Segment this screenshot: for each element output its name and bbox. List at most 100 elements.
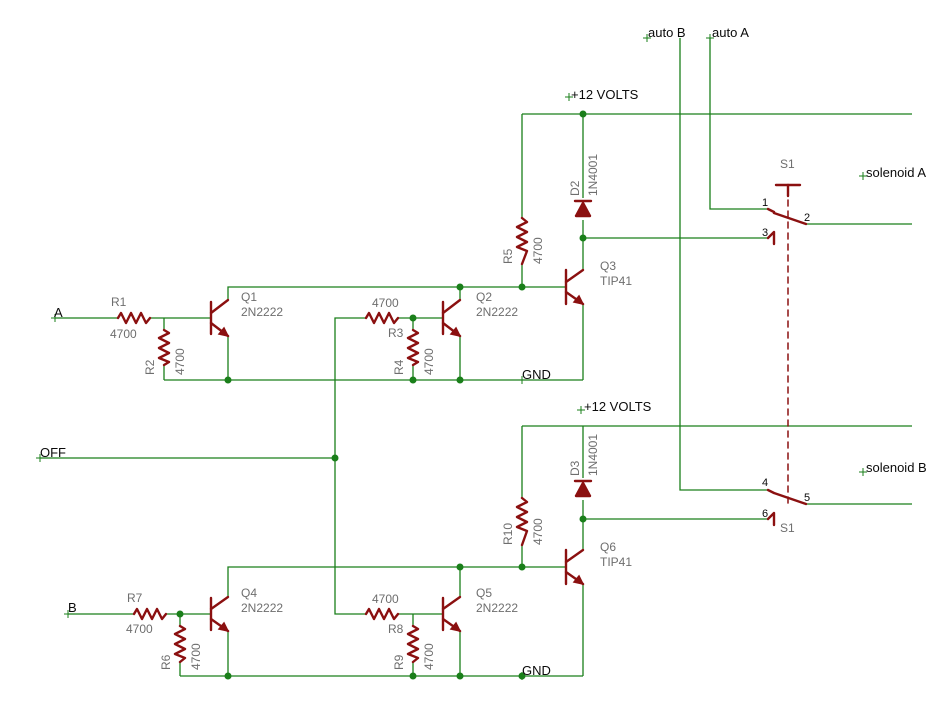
label-r10-name: R10 xyxy=(501,523,515,545)
label-r5-value: 4700 xyxy=(531,237,545,264)
label-d2-name: D2 xyxy=(568,180,582,196)
net-label-off: OFF xyxy=(40,445,66,460)
label-r3-name: R3 xyxy=(388,326,404,340)
label-q1-value: 2N2222 xyxy=(241,305,283,319)
resistor-r9 xyxy=(406,624,420,664)
label-q6-name: Q6 xyxy=(600,540,616,554)
label-r7-name: R7 xyxy=(127,591,143,605)
label-r2-value: 4700 xyxy=(173,348,187,375)
junction-dot xyxy=(579,234,587,242)
diode-d2 xyxy=(573,199,593,218)
pin-1: 1 xyxy=(762,197,768,209)
label-r8-name: R8 xyxy=(388,622,404,636)
label-r4-value: 4700 xyxy=(422,348,436,375)
junction-dot xyxy=(579,110,587,118)
wires xyxy=(40,38,912,677)
wire-auto-a xyxy=(709,38,768,210)
net-label-v12-bottom: +12 VOLTS xyxy=(584,399,652,414)
transistor-q3 xyxy=(564,268,585,306)
label-q5-value: 2N2222 xyxy=(476,601,518,615)
label-s1-top: S1 xyxy=(780,157,795,171)
resistor-r10 xyxy=(515,496,529,547)
wire-q3-base xyxy=(521,264,566,288)
label-r6-name: R6 xyxy=(159,654,173,670)
junctions xyxy=(176,110,587,680)
relay-contact-b xyxy=(766,488,808,506)
resistor-r4 xyxy=(406,328,420,367)
label-r7-value: 4700 xyxy=(126,622,153,636)
wire-off-to-r8 xyxy=(334,458,366,615)
label-r10-value: 4700 xyxy=(531,518,545,545)
resistors xyxy=(116,216,529,664)
junction-dot xyxy=(409,314,417,322)
label-q2-name: Q2 xyxy=(476,290,492,304)
label-q4-name: Q4 xyxy=(241,586,257,600)
net-label-solenoid-a: solenoid A xyxy=(866,165,926,180)
label-r1-name: R1 xyxy=(111,295,127,309)
label-d3-value: 1N4001 xyxy=(586,434,600,476)
resistor-r6 xyxy=(173,624,187,664)
transistor-q6 xyxy=(564,548,585,586)
transistor-q4 xyxy=(209,595,230,633)
label-q5-name: Q5 xyxy=(476,586,492,600)
wire-q4-collector xyxy=(227,566,522,597)
junction-dot xyxy=(409,672,417,680)
resistor-r2 xyxy=(157,328,171,367)
label-r8-value: 4700 xyxy=(372,592,399,606)
label-q3-value: TIP41 xyxy=(600,274,632,288)
net-label-v12-top: +12 VOLTS xyxy=(571,87,639,102)
wire-off-to-r3 xyxy=(334,317,366,458)
junction-dot xyxy=(176,610,184,618)
diode-d3 xyxy=(573,479,593,498)
wire-q6-base xyxy=(521,545,566,568)
pin-4: 4 xyxy=(762,477,768,489)
wire-q1-collector xyxy=(227,286,522,300)
pin-5: 5 xyxy=(804,492,810,504)
label-r2-name: R2 xyxy=(143,359,157,375)
transistor-q2 xyxy=(441,298,462,338)
label-q3-name: Q3 xyxy=(600,259,616,273)
junction-dot xyxy=(224,376,232,384)
net-markers xyxy=(36,34,867,680)
junction-dot xyxy=(518,563,526,571)
net-labels: auto B auto A +12 VOLTS solenoid A A GND… xyxy=(40,25,927,678)
part-labels: R1 4700 R2 4700 Q1 2N2222 4700 R3 R4 470… xyxy=(110,154,795,670)
junction-dot xyxy=(331,454,339,462)
junction-dot xyxy=(224,672,232,680)
label-r1-value: 4700 xyxy=(110,327,137,341)
resistor-r1 xyxy=(116,311,152,325)
resistor-r7 xyxy=(132,607,168,621)
junction-dot xyxy=(456,376,464,384)
net-label-auto-a: auto A xyxy=(712,25,749,40)
label-d2-value: 1N4001 xyxy=(586,154,600,196)
net-label-solenoid-b: solenoid B xyxy=(866,460,927,475)
label-q2-value: 2N2222 xyxy=(476,305,518,319)
pin-numbers: 1 2 3 4 5 6 xyxy=(762,197,810,520)
diodes xyxy=(573,199,593,498)
relay-contact-a-nc xyxy=(766,230,776,246)
relay-contact-a xyxy=(766,207,808,226)
transistor-q1 xyxy=(209,298,230,338)
label-q1-name: Q1 xyxy=(241,290,257,304)
label-r9-value: 4700 xyxy=(422,643,436,670)
pin-6: 6 xyxy=(762,508,768,520)
net-label-in-a: A xyxy=(54,305,63,320)
label-r9-name: R9 xyxy=(392,654,406,670)
label-r4-name: R4 xyxy=(392,359,406,375)
net-label-in-b: B xyxy=(68,600,77,615)
resistor-r3 xyxy=(364,311,400,325)
junction-dot xyxy=(456,672,464,680)
transistor-q5 xyxy=(441,595,462,633)
pin-2: 2 xyxy=(804,212,810,224)
junction-dot xyxy=(409,376,417,384)
net-label-auto-b: auto B xyxy=(648,25,686,40)
pin-3: 3 xyxy=(762,227,768,239)
label-r6-value: 4700 xyxy=(189,643,203,670)
resistor-r5 xyxy=(515,216,529,266)
label-q6-value: TIP41 xyxy=(600,555,632,569)
relay-contact-b-nc xyxy=(766,511,776,527)
wire-auto-b xyxy=(679,38,768,491)
junction-dot xyxy=(579,515,587,523)
label-q4-value: 2N2222 xyxy=(241,601,283,615)
